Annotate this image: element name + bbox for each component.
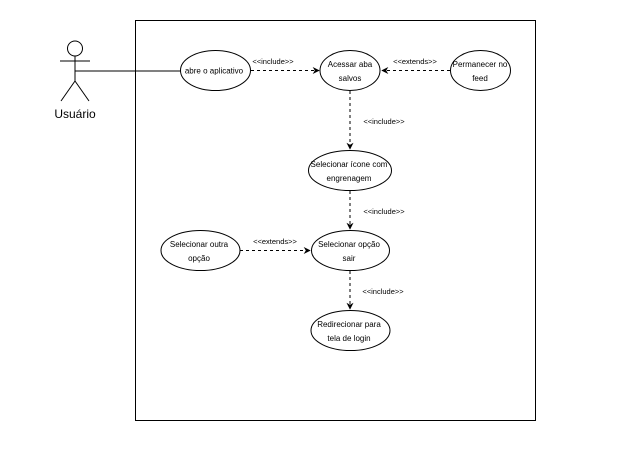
use-case-selecionar-sair: Selecionar opção sair xyxy=(311,230,390,271)
use-case-label-line-2: engrenagem xyxy=(327,174,372,183)
actor-usuario: Usuário xyxy=(54,40,96,121)
include-label-4: <<include>> xyxy=(362,287,404,296)
actor-head xyxy=(67,40,83,57)
extends-label-1: <<extends>> xyxy=(393,57,437,66)
actor-label: Usuário xyxy=(54,107,96,121)
use-case-label-line-1: Selecionar opção xyxy=(318,240,380,249)
include-label-1: <<include>> xyxy=(252,57,294,66)
use-case-label-line-1: Selecionar ícone com xyxy=(311,160,388,169)
include-label-2: <<include>> xyxy=(363,117,405,126)
use-case-acessar-aba-salvos: Acessar aba salvos xyxy=(319,50,381,91)
use-case-label-line-1: Acessar aba xyxy=(328,60,373,69)
use-case-label-line-2: feed xyxy=(472,74,488,83)
include-label-3: <<include>> xyxy=(363,207,405,216)
use-case-label: abre o aplicativo xyxy=(185,67,244,76)
actor-right-leg xyxy=(74,80,90,102)
use-case-abre-aplicativo: abre o aplicativo xyxy=(180,50,251,91)
use-case-label-line-2: tela de login xyxy=(327,334,370,343)
use-case-redirecionar-login: Redirecionar para tela de login xyxy=(310,310,391,351)
extends-label-2: <<extends>> xyxy=(253,237,297,246)
use-case-label-line-1: Selecionar outra xyxy=(170,240,229,249)
use-case-label-line-1: Redirecionar para xyxy=(317,320,381,329)
actor-left-leg xyxy=(60,80,76,102)
use-case-selecionar-outra: Selecionar outra opção xyxy=(160,230,241,271)
use-case-label-line-2: salvos xyxy=(339,74,362,83)
use-case-label-line-2: sair xyxy=(343,254,356,263)
use-case-permanecer-no-feed: Permanecer no feed xyxy=(450,50,511,91)
use-case-label-line-1: Permanecer no xyxy=(453,60,508,69)
use-case-label-line-2: opção xyxy=(188,254,210,263)
use-case-selecionar-icone: Selecionar ícone com engrenagem xyxy=(308,150,392,191)
